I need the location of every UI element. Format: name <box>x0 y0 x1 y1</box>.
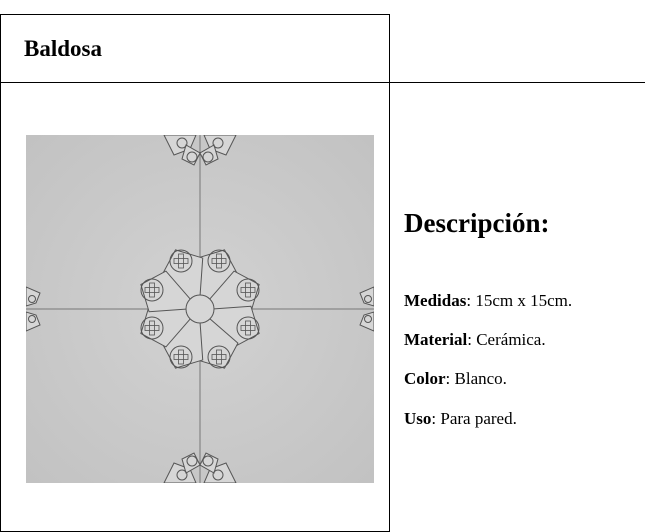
table-left-border <box>0 14 1 532</box>
table-column-divider <box>389 14 390 532</box>
tile-image <box>26 135 374 483</box>
spec-label: Medidas <box>404 291 467 310</box>
table-top-border <box>0 14 390 15</box>
spec-uso: Uso: Para pared. <box>404 409 517 429</box>
spec-label: Uso <box>404 409 432 428</box>
tile-pattern-graphic <box>26 135 374 483</box>
spec-value: : Cerámica. <box>467 330 546 349</box>
table-row-divider <box>0 82 645 83</box>
spec-color: Color: Blanco. <box>404 369 507 389</box>
spec-value: : Blanco. <box>445 369 507 388</box>
spec-material: Material: Cerámica. <box>404 330 546 350</box>
spec-value: : 15cm x 15cm. <box>466 291 573 310</box>
spec-value: : Para pared. <box>431 409 517 428</box>
spec-label: Color <box>404 369 446 388</box>
description-title: Descripción: <box>404 208 550 238</box>
spec-label: Material <box>404 330 468 349</box>
spec-medidas: Medidas: 15cm x 15cm. <box>404 291 572 311</box>
header-title: Baldosa <box>24 36 102 61</box>
